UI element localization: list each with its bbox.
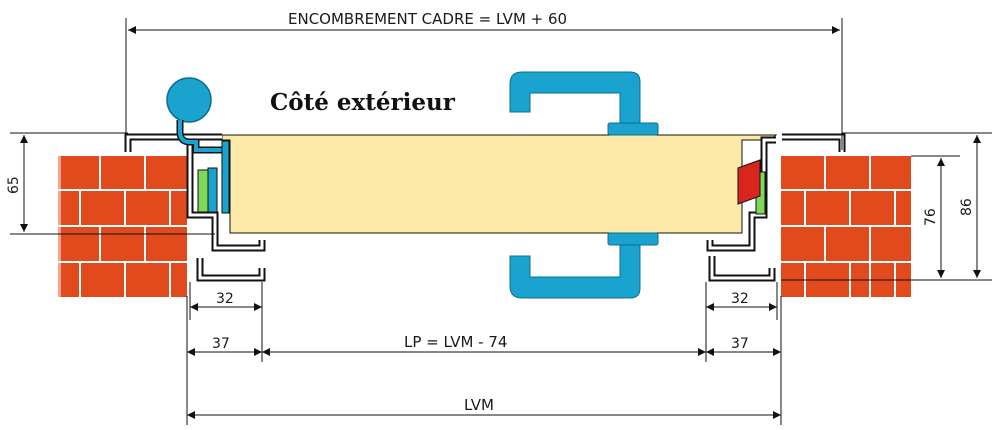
left-outer-dimension-label: 37 <box>212 336 230 352</box>
right-brick-wall <box>781 156 911 297</box>
right-inner-height-dimension-label: 76 <box>923 208 939 226</box>
hinge-ball-icon <box>166 77 230 214</box>
right-outer-height-dimension-label: 86 <box>959 198 975 216</box>
right-outer-dimension-label: 37 <box>731 336 749 352</box>
left-brick-wall <box>57 156 187 297</box>
door-leaf <box>221 134 778 234</box>
right-inner-dimension-label: 32 <box>731 291 749 307</box>
dimension-arrows <box>20 26 981 419</box>
inner-handle <box>509 232 659 299</box>
outer-handle <box>509 71 659 136</box>
exterior-side-title: Côté extérieur <box>270 89 456 116</box>
passage-width-label: LP = LVM - 74 <box>404 333 507 351</box>
overall-frame-dimension-label: ENCOMBREMENT CADRE = LVM + 60 <box>288 10 567 28</box>
left-height-dimension-label: 65 <box>6 176 22 194</box>
left-frame-profile <box>124 133 266 282</box>
extension-lines <box>10 18 992 425</box>
right-frame-profile <box>706 133 846 282</box>
left-inner-dimension-label: 32 <box>216 291 234 307</box>
wall-opening-label: LVM <box>464 396 494 414</box>
